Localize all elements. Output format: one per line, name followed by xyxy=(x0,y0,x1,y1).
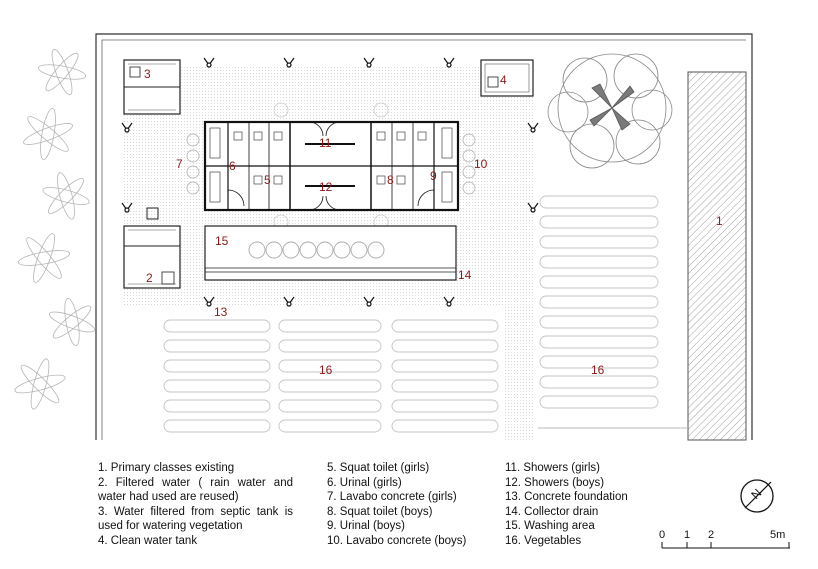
label-vegetables-right: 16 xyxy=(591,363,605,377)
primary-classes-building xyxy=(687,71,747,441)
legend-item: 13. Concrete foundation xyxy=(505,491,628,504)
label-concrete-foundation: 13 xyxy=(214,305,228,319)
legend-item: 3. Water filtered from septic tank is xyxy=(98,505,293,518)
label-urinal-boys: 9 xyxy=(430,169,437,183)
label-squat-toilet-girls: 5 xyxy=(264,173,271,187)
legend-item: 14. Collector drain xyxy=(505,505,599,518)
label-lavabo-boys: 10 xyxy=(474,157,488,171)
label-vegetables-left: 16 xyxy=(319,363,333,377)
clean-water-tank xyxy=(480,59,534,97)
vegetable-beds-right xyxy=(538,195,688,429)
site-boundary xyxy=(95,33,753,440)
label-clean-water-tank: 4 xyxy=(500,73,507,87)
label-collector-drain: 14 xyxy=(458,268,472,282)
washing-area xyxy=(204,225,457,281)
label-squat-toilet-boys: 8 xyxy=(387,173,394,187)
legend-item: 16. Vegetables xyxy=(505,534,582,547)
scale-tick-0: 0 xyxy=(659,529,666,541)
legend-item: 8. Squat toilet (boys) xyxy=(327,505,433,518)
legend-item: 11. Showers (girls) xyxy=(505,462,601,474)
legend-item: 9. Urinal (boys) xyxy=(327,520,405,533)
label-filtered-water: 2 xyxy=(146,271,153,285)
vegetable-beds-left xyxy=(163,319,499,433)
banana-plants xyxy=(14,48,96,410)
foundation-markers xyxy=(121,57,539,307)
legend-item: used for watering vegetation xyxy=(98,520,243,533)
legend-column-2: 5. Squat toilet (girls) 6. Urinal (girls… xyxy=(327,461,466,549)
scale-tick-1: 1 xyxy=(684,529,691,541)
legend-item: 7. Lavabo concrete (girls) xyxy=(327,491,457,504)
legend-item: 4. Clean water tank xyxy=(98,534,198,547)
label-urinal-girls: 6 xyxy=(229,159,236,173)
legend-item: 15. Washing area xyxy=(505,520,595,533)
lavabo-basins-boys xyxy=(462,133,476,195)
legend-item: 1. Primary classes existing xyxy=(98,462,235,474)
label-lavabo-girls: 7 xyxy=(176,157,183,171)
small-manhole xyxy=(146,207,159,220)
large-tree xyxy=(547,53,673,169)
legend-item: 10. Lavabo concrete (boys) xyxy=(327,534,467,547)
label-septic-filter: 3 xyxy=(144,67,151,81)
legend-item: 5. Squat toilet (girls) xyxy=(327,462,430,474)
scale-tick-2: 2 xyxy=(708,529,715,541)
lavabo-basins-girls xyxy=(186,133,200,195)
label-showers-girls: 11 xyxy=(319,136,332,150)
label-washing-area: 15 xyxy=(215,234,229,248)
legend-item: 2. Filtered water ( rain water and xyxy=(98,476,293,489)
scale-bar xyxy=(661,542,790,549)
legend-column-1: 1. Primary classes existing 2. Filtered … xyxy=(98,461,293,549)
filtered-water-tank xyxy=(123,225,181,289)
label-showers-boys: 12 xyxy=(319,180,333,194)
scale-tick-5m: 5m xyxy=(770,529,786,541)
north-arrow xyxy=(740,479,774,513)
legend-item: 6. Urinal (girls) xyxy=(327,476,402,489)
legend-item: 12. Showers (boys) xyxy=(505,476,605,489)
legend-item: water had used are reused) xyxy=(98,491,239,504)
septic-filter-tank xyxy=(123,59,181,115)
legend-column-3: 11. Showers (girls) 12. Showers (boys) 1… xyxy=(505,461,628,549)
toilet-block xyxy=(203,120,460,212)
label-primary-classes: 1 xyxy=(716,214,723,228)
